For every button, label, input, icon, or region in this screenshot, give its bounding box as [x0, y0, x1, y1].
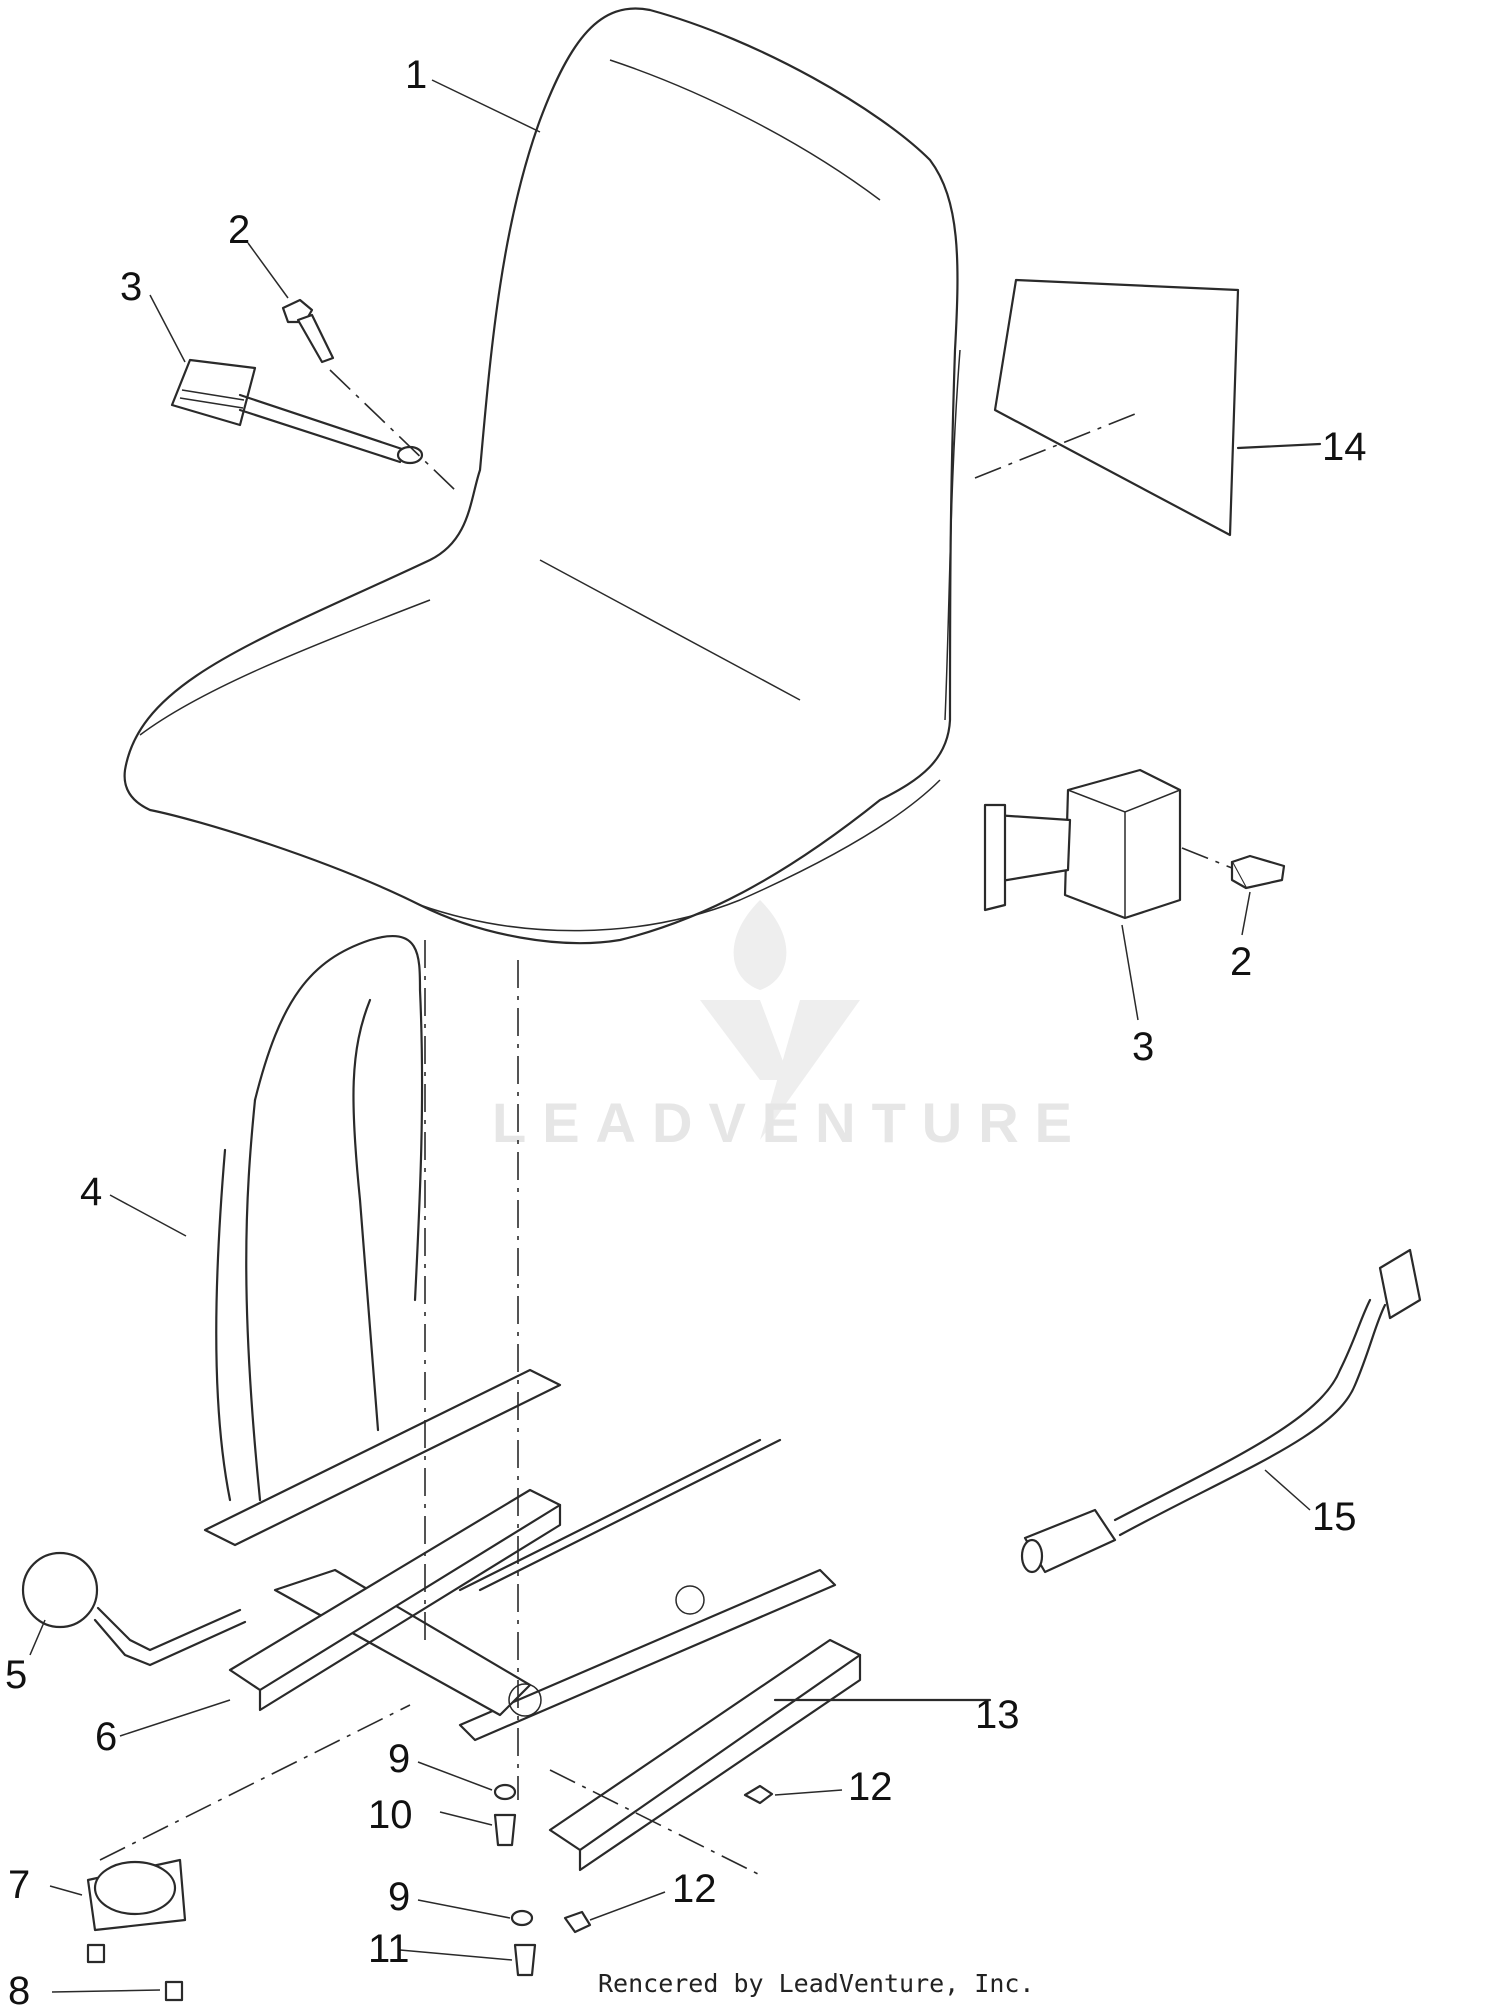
- washer-upper[interactable]: [493, 1783, 517, 1801]
- bolt-left[interactable]: [281, 298, 456, 491]
- seat-belt-left[interactable]: [170, 358, 424, 465]
- callout-2-left: 2: [228, 208, 250, 252]
- slide-rail-right[interactable]: [548, 1638, 992, 1872]
- callout-13: 13: [975, 1693, 1020, 1737]
- callout-3-right: 3: [1132, 1025, 1154, 1069]
- seat-belt-buckle-right[interactable]: [983, 768, 1182, 920]
- callout-11: 11: [368, 1927, 410, 1971]
- callout-2-right: 2: [1230, 940, 1252, 984]
- nut-upper[interactable]: [743, 1784, 774, 1805]
- callout-10: 10: [368, 1793, 413, 1837]
- render-credit: Rencered by LeadVenture, Inc.: [598, 1969, 1035, 1998]
- callout-6: 6: [95, 1715, 117, 1759]
- slide-rail-left[interactable]: [228, 1488, 562, 1712]
- warning-label[interactable]: [974, 278, 1322, 537]
- callout-labels: 1 2 3 14 2 3 4 5 6 7 8 9 10 9 11 12 12 1…: [5, 53, 1367, 2008]
- callout-3-left: 3: [120, 265, 142, 309]
- seat-support-frame[interactable]: [215, 934, 424, 1502]
- callout-8: 8: [8, 1969, 30, 2008]
- callout-9-upper: 9: [388, 1737, 410, 1781]
- adjustment-lever-knob[interactable]: [21, 1551, 247, 1667]
- callout-15: 15: [1312, 1495, 1357, 1539]
- callout-5: 5: [5, 1653, 27, 1697]
- callout-7: 7: [8, 1863, 30, 1907]
- watermark: LEADVENTURE: [492, 900, 1088, 1154]
- callout-12-lower: 12: [672, 1867, 717, 1911]
- leader-lines: [29, 79, 1311, 1993]
- nut-lower[interactable]: [563, 1910, 592, 1934]
- callout-12-upper: 12: [848, 1765, 893, 1809]
- callout-4: 4: [80, 1170, 102, 1214]
- callout-1: 1: [405, 53, 427, 97]
- washer-lower[interactable]: [510, 1909, 534, 1927]
- screw-seat-switch-right[interactable]: [164, 1980, 184, 2002]
- bolt-10[interactable]: [493, 1813, 517, 1847]
- watermark-text: LEADVENTURE: [492, 1091, 1088, 1154]
- assembly-lines: [424, 940, 761, 1876]
- seat[interactable]: [123, 7, 961, 945]
- wire-harness[interactable]: [1020, 1248, 1422, 1574]
- seat-switch[interactable]: [86, 1704, 411, 1932]
- callout-9-lower: 9: [388, 1875, 410, 1919]
- callout-14: 14: [1322, 425, 1367, 469]
- bolt-right[interactable]: [1181, 847, 1286, 890]
- screw-seat-switch-left[interactable]: [86, 1943, 106, 1964]
- bolt-11[interactable]: [513, 1943, 537, 1977]
